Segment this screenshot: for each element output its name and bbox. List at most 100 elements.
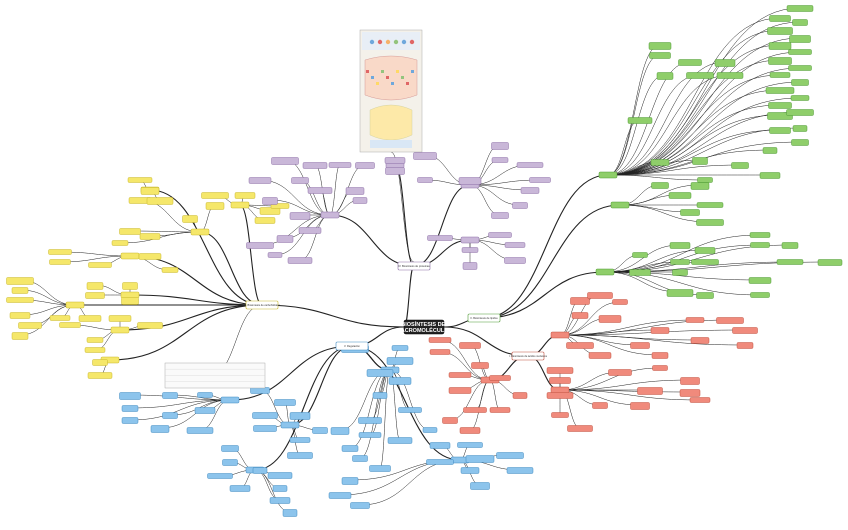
concept-node[interactable] bbox=[385, 167, 405, 175]
concept-node[interactable] bbox=[427, 235, 453, 241]
branch-hub-carbohidratos[interactable]: III. Biosíntesis de carbohidratos bbox=[244, 300, 281, 310]
concept-node[interactable] bbox=[276, 235, 294, 243]
concept-node[interactable] bbox=[426, 459, 454, 465]
concept-node[interactable] bbox=[428, 337, 452, 343]
concept-node[interactable] bbox=[714, 59, 736, 67]
concept-node[interactable] bbox=[650, 327, 670, 334]
concept-node[interactable] bbox=[121, 417, 139, 424]
concept-node[interactable] bbox=[759, 172, 781, 179]
concept-node[interactable] bbox=[429, 442, 451, 449]
concept-node[interactable] bbox=[627, 117, 653, 124]
concept-node[interactable] bbox=[355, 162, 375, 169]
concept-node[interactable] bbox=[298, 227, 322, 234]
concept-node[interactable] bbox=[388, 377, 412, 385]
concept-node[interactable] bbox=[632, 252, 648, 258]
concept-node[interactable] bbox=[786, 5, 814, 12]
concept-node[interactable] bbox=[366, 369, 394, 377]
concept-node[interactable] bbox=[692, 157, 708, 165]
concept-node[interactable] bbox=[6, 277, 34, 285]
concept-node[interactable] bbox=[549, 377, 571, 384]
concept-node[interactable] bbox=[182, 215, 198, 223]
concept-node[interactable] bbox=[307, 187, 333, 194]
branch-hub-proteinas[interactable]: IV. Biosíntesis de proteínas bbox=[397, 261, 430, 271]
concept-node[interactable] bbox=[248, 177, 272, 184]
concept-node[interactable] bbox=[732, 327, 758, 334]
concept-node[interactable] bbox=[417, 177, 433, 183]
concept-node[interactable] bbox=[146, 197, 174, 205]
sub-topic-node[interactable] bbox=[120, 252, 140, 260]
concept-node[interactable] bbox=[686, 72, 714, 79]
concept-node[interactable] bbox=[470, 482, 490, 490]
concept-node[interactable] bbox=[769, 127, 791, 134]
concept-node[interactable] bbox=[768, 102, 792, 109]
concept-node[interactable] bbox=[139, 233, 161, 240]
concept-node[interactable] bbox=[817, 259, 843, 266]
concept-node[interactable] bbox=[398, 407, 422, 413]
concept-node[interactable] bbox=[387, 437, 413, 444]
concept-node[interactable] bbox=[186, 427, 214, 434]
concept-node[interactable] bbox=[670, 259, 690, 265]
concept-node[interactable] bbox=[592, 402, 608, 409]
concept-node[interactable] bbox=[448, 387, 472, 394]
concept-node[interactable] bbox=[194, 407, 216, 414]
concept-node[interactable] bbox=[330, 427, 350, 435]
concept-node[interactable] bbox=[520, 187, 540, 194]
concept-node[interactable] bbox=[197, 392, 213, 398]
concept-node[interactable] bbox=[289, 412, 311, 420]
concept-node[interactable] bbox=[48, 249, 72, 255]
concept-node[interactable] bbox=[457, 442, 483, 448]
concept-node[interactable] bbox=[504, 242, 526, 248]
concept-node[interactable] bbox=[680, 209, 700, 216]
concept-node[interactable] bbox=[768, 57, 792, 65]
concept-node[interactable] bbox=[150, 425, 170, 433]
concept-node[interactable] bbox=[222, 459, 238, 466]
concept-node[interactable] bbox=[345, 187, 365, 195]
concept-node[interactable] bbox=[287, 452, 313, 459]
concept-node[interactable] bbox=[92, 359, 108, 366]
concept-node[interactable] bbox=[458, 177, 482, 185]
concept-node[interactable] bbox=[254, 217, 276, 224]
concept-node[interactable] bbox=[768, 42, 792, 50]
concept-node[interactable] bbox=[272, 485, 288, 492]
concept-node[interactable] bbox=[668, 192, 692, 199]
concept-node[interactable] bbox=[11, 287, 29, 294]
concept-node[interactable] bbox=[696, 292, 714, 299]
concept-node[interactable] bbox=[138, 253, 162, 260]
branch-hub-acidos_nucleicos[interactable]: I. Biosíntesis de ácidos nucleicos bbox=[509, 351, 548, 361]
concept-node[interactable] bbox=[471, 362, 489, 369]
concept-node[interactable] bbox=[289, 437, 311, 443]
concept-node[interactable] bbox=[11, 332, 29, 340]
concept-node[interactable] bbox=[162, 392, 178, 399]
concept-node[interactable] bbox=[302, 162, 328, 169]
concept-node[interactable] bbox=[205, 202, 225, 210]
concept-node[interactable] bbox=[422, 427, 438, 433]
concept-node[interactable] bbox=[769, 72, 791, 78]
concept-node[interactable] bbox=[689, 397, 711, 403]
concept-node[interactable] bbox=[119, 228, 141, 235]
concept-node[interactable] bbox=[85, 292, 105, 299]
concept-node[interactable] bbox=[716, 317, 744, 324]
concept-node[interactable] bbox=[271, 157, 299, 165]
concept-node[interactable] bbox=[691, 259, 719, 265]
concept-node[interactable] bbox=[369, 465, 391, 472]
concept-node[interactable] bbox=[88, 262, 112, 268]
concept-node[interactable] bbox=[312, 427, 328, 434]
concept-node[interactable] bbox=[504, 257, 526, 264]
sub-topic-node[interactable] bbox=[550, 386, 570, 394]
concept-node[interactable] bbox=[462, 262, 478, 270]
concept-node[interactable] bbox=[459, 342, 481, 349]
concept-node[interactable] bbox=[246, 242, 274, 249]
concept-node[interactable] bbox=[672, 269, 688, 276]
concept-node[interactable] bbox=[86, 282, 104, 290]
concept-node[interactable] bbox=[491, 157, 509, 163]
concept-node[interactable] bbox=[49, 315, 71, 321]
concept-node[interactable] bbox=[512, 392, 528, 399]
concept-node[interactable] bbox=[267, 252, 283, 258]
sub-topic-node[interactable] bbox=[320, 211, 340, 219]
concept-node[interactable] bbox=[789, 35, 811, 43]
concept-node[interactable] bbox=[529, 177, 551, 183]
concept-node[interactable] bbox=[463, 407, 487, 413]
concept-node[interactable] bbox=[489, 407, 511, 413]
concept-node[interactable] bbox=[736, 342, 754, 349]
concept-node[interactable] bbox=[630, 342, 650, 349]
